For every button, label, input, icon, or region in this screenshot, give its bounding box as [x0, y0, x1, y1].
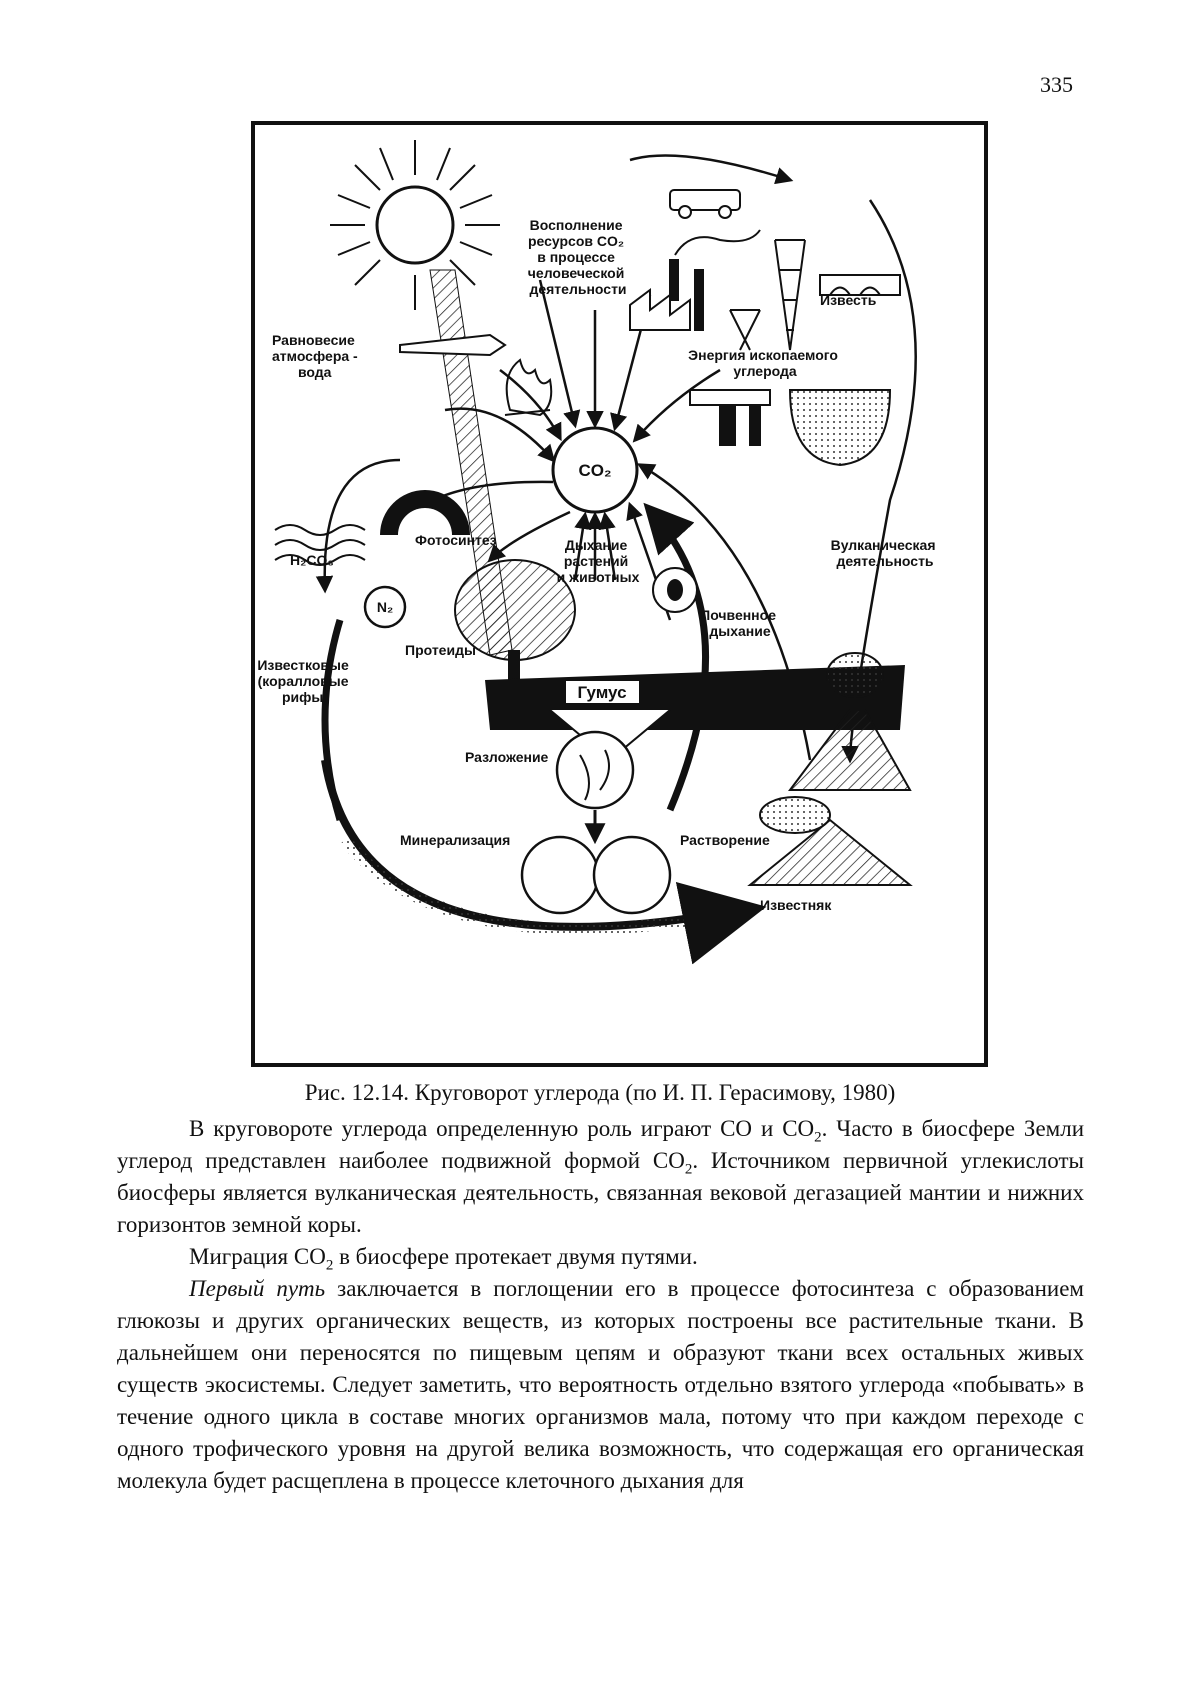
limestone-icon — [750, 797, 910, 885]
oil-derrick-icon — [730, 240, 805, 350]
dissolution-label: Растворение — [680, 832, 770, 848]
resources-label: Восполнение ресурсов CO₂ в процессе чело… — [528, 217, 628, 297]
soil-bug-icon — [653, 568, 697, 612]
h2co3-label: H₂CO₃ — [290, 552, 334, 568]
n2-node: N₂ — [365, 587, 405, 627]
co2-label: CO₂ — [578, 461, 611, 480]
figure-caption: Рис. 12.14. Круговорот углерода (по И. П… — [0, 1080, 1200, 1106]
mineralization-node — [522, 837, 670, 913]
humus-label: Гумус — [577, 683, 626, 702]
mineralization-label: Минерализация — [400, 832, 510, 848]
sun-icon — [330, 140, 500, 310]
reefs-label: Известковые (коралловые рифы) — [257, 657, 352, 705]
respiration-label: Дыхание растений и животных — [557, 537, 640, 585]
n2-label: N₂ — [377, 599, 393, 615]
body-text: В круговороте углерода определенную роль… — [117, 1113, 1084, 1497]
paragraph-3: Первый путь заключается в поглощении его… — [117, 1273, 1084, 1497]
factory-icon — [630, 230, 760, 330]
volcanic-label: Вулканическая деятельность — [831, 537, 940, 569]
co2-node: CO₂ — [553, 428, 637, 512]
page-number: 335 — [1040, 72, 1073, 98]
photosynthesis-icon — [380, 490, 470, 535]
equilibrium-label: Равновесие атмосфера - вода — [272, 332, 362, 380]
car-icon — [670, 190, 740, 218]
proteids-label: Протеиды — [405, 642, 476, 658]
paragraph-2: Миграция CO2 в биосфере протекает двумя … — [117, 1241, 1084, 1273]
decomposition-node — [557, 732, 633, 808]
fire-icon — [505, 360, 551, 415]
lime-label: Известь — [820, 292, 877, 308]
paragraph-1: В круговороте углерода определенную роль… — [117, 1113, 1084, 1241]
carbon-cycle-figure: CO₂ Известь — [250, 120, 990, 1070]
photosynthesis-label: Фотосинтез — [415, 532, 497, 548]
fossil-carbon-icon — [690, 390, 890, 465]
soil-respiration-label: Почвенное дыхание — [700, 607, 780, 639]
heavy-arc-right — [650, 510, 706, 810]
limestone-label: Известняк — [760, 897, 832, 913]
decomposition-label: Разложение — [465, 749, 549, 765]
